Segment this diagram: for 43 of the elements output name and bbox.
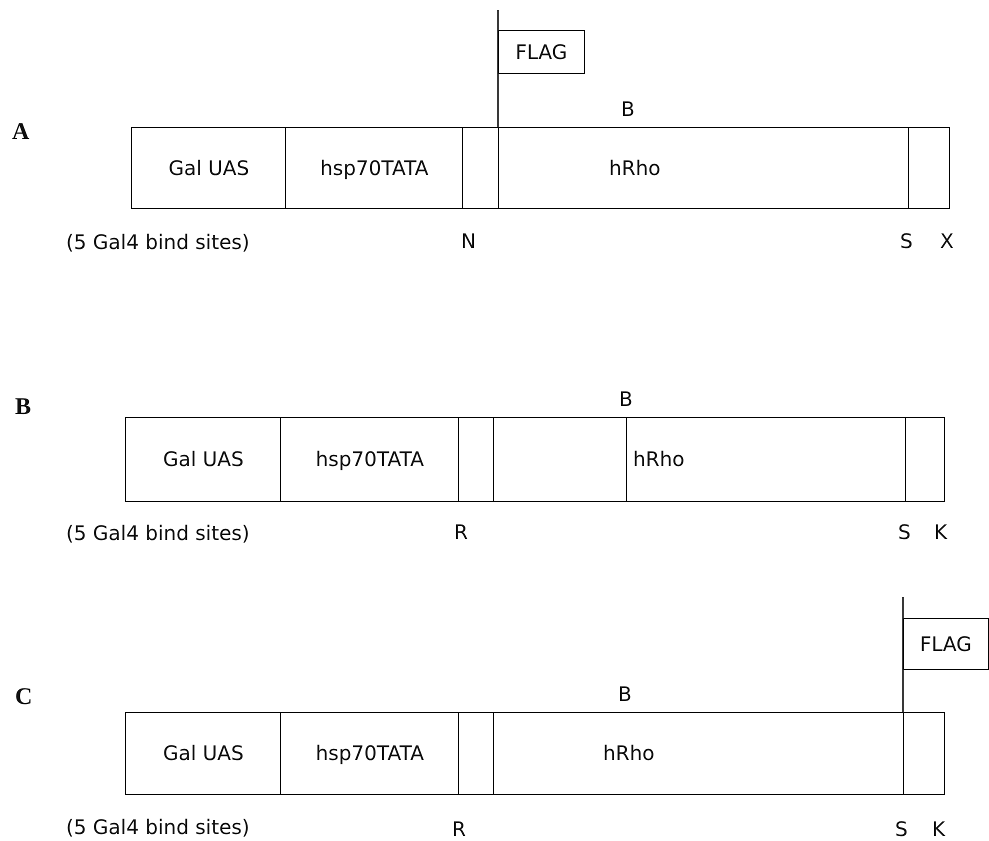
restriction-site-label: N bbox=[461, 231, 476, 251]
restriction-site-label: X bbox=[940, 231, 954, 251]
empty-segment-box bbox=[908, 127, 950, 209]
panel-letter: A bbox=[12, 120, 30, 144]
construct-segment bbox=[280, 417, 460, 502]
segment-label: hsp70TATA bbox=[314, 740, 425, 768]
empty-segment-box bbox=[462, 127, 500, 209]
segment-label: hsp70TATA bbox=[319, 154, 430, 182]
segment-caption: (5 Gal4 bind sites) bbox=[66, 523, 250, 543]
segment-label: hRho bbox=[633, 446, 684, 474]
restriction-site-label: K bbox=[932, 819, 946, 839]
empty-segment-box bbox=[905, 417, 945, 502]
segment-caption: (5 Gal4 bind sites) bbox=[66, 817, 250, 837]
restriction-site-label: R bbox=[454, 522, 468, 542]
construct-segment bbox=[498, 127, 910, 209]
restriction-site-label: S bbox=[898, 522, 911, 542]
construct-segment bbox=[493, 712, 905, 795]
empty-segment-box bbox=[458, 417, 495, 502]
segment-caption: (5 Gal4 bind sites) bbox=[66, 232, 250, 252]
restriction-site-label: S bbox=[900, 231, 913, 251]
segment-label: FLAG bbox=[514, 38, 568, 66]
restriction-site-label: B bbox=[619, 389, 633, 409]
segment-label: hRho bbox=[609, 154, 660, 182]
panel-letter: B bbox=[15, 395, 32, 419]
tag-box bbox=[903, 618, 989, 670]
empty-segment-box bbox=[903, 712, 945, 795]
restriction-site-label: B bbox=[618, 684, 632, 704]
segment-label: FLAG bbox=[918, 630, 973, 658]
segment-label: hRho bbox=[603, 740, 654, 768]
restriction-site-label: R bbox=[452, 819, 466, 839]
segment-label: Gal UAS bbox=[162, 740, 245, 768]
empty-segment-box bbox=[458, 712, 495, 795]
restriction-site-label: S bbox=[895, 819, 908, 839]
segment-label: Gal UAS bbox=[167, 154, 250, 182]
restriction-site-label: K bbox=[934, 522, 948, 542]
segment-label: Gal UAS bbox=[162, 446, 245, 474]
segment-label: hsp70TATA bbox=[314, 446, 425, 474]
construct-segment bbox=[285, 127, 464, 209]
restriction-site-label: B bbox=[621, 99, 635, 119]
tag-box bbox=[498, 30, 585, 74]
construct-segment bbox=[493, 417, 907, 502]
panel-letter: C bbox=[15, 685, 32, 709]
construct-segment bbox=[280, 712, 460, 795]
